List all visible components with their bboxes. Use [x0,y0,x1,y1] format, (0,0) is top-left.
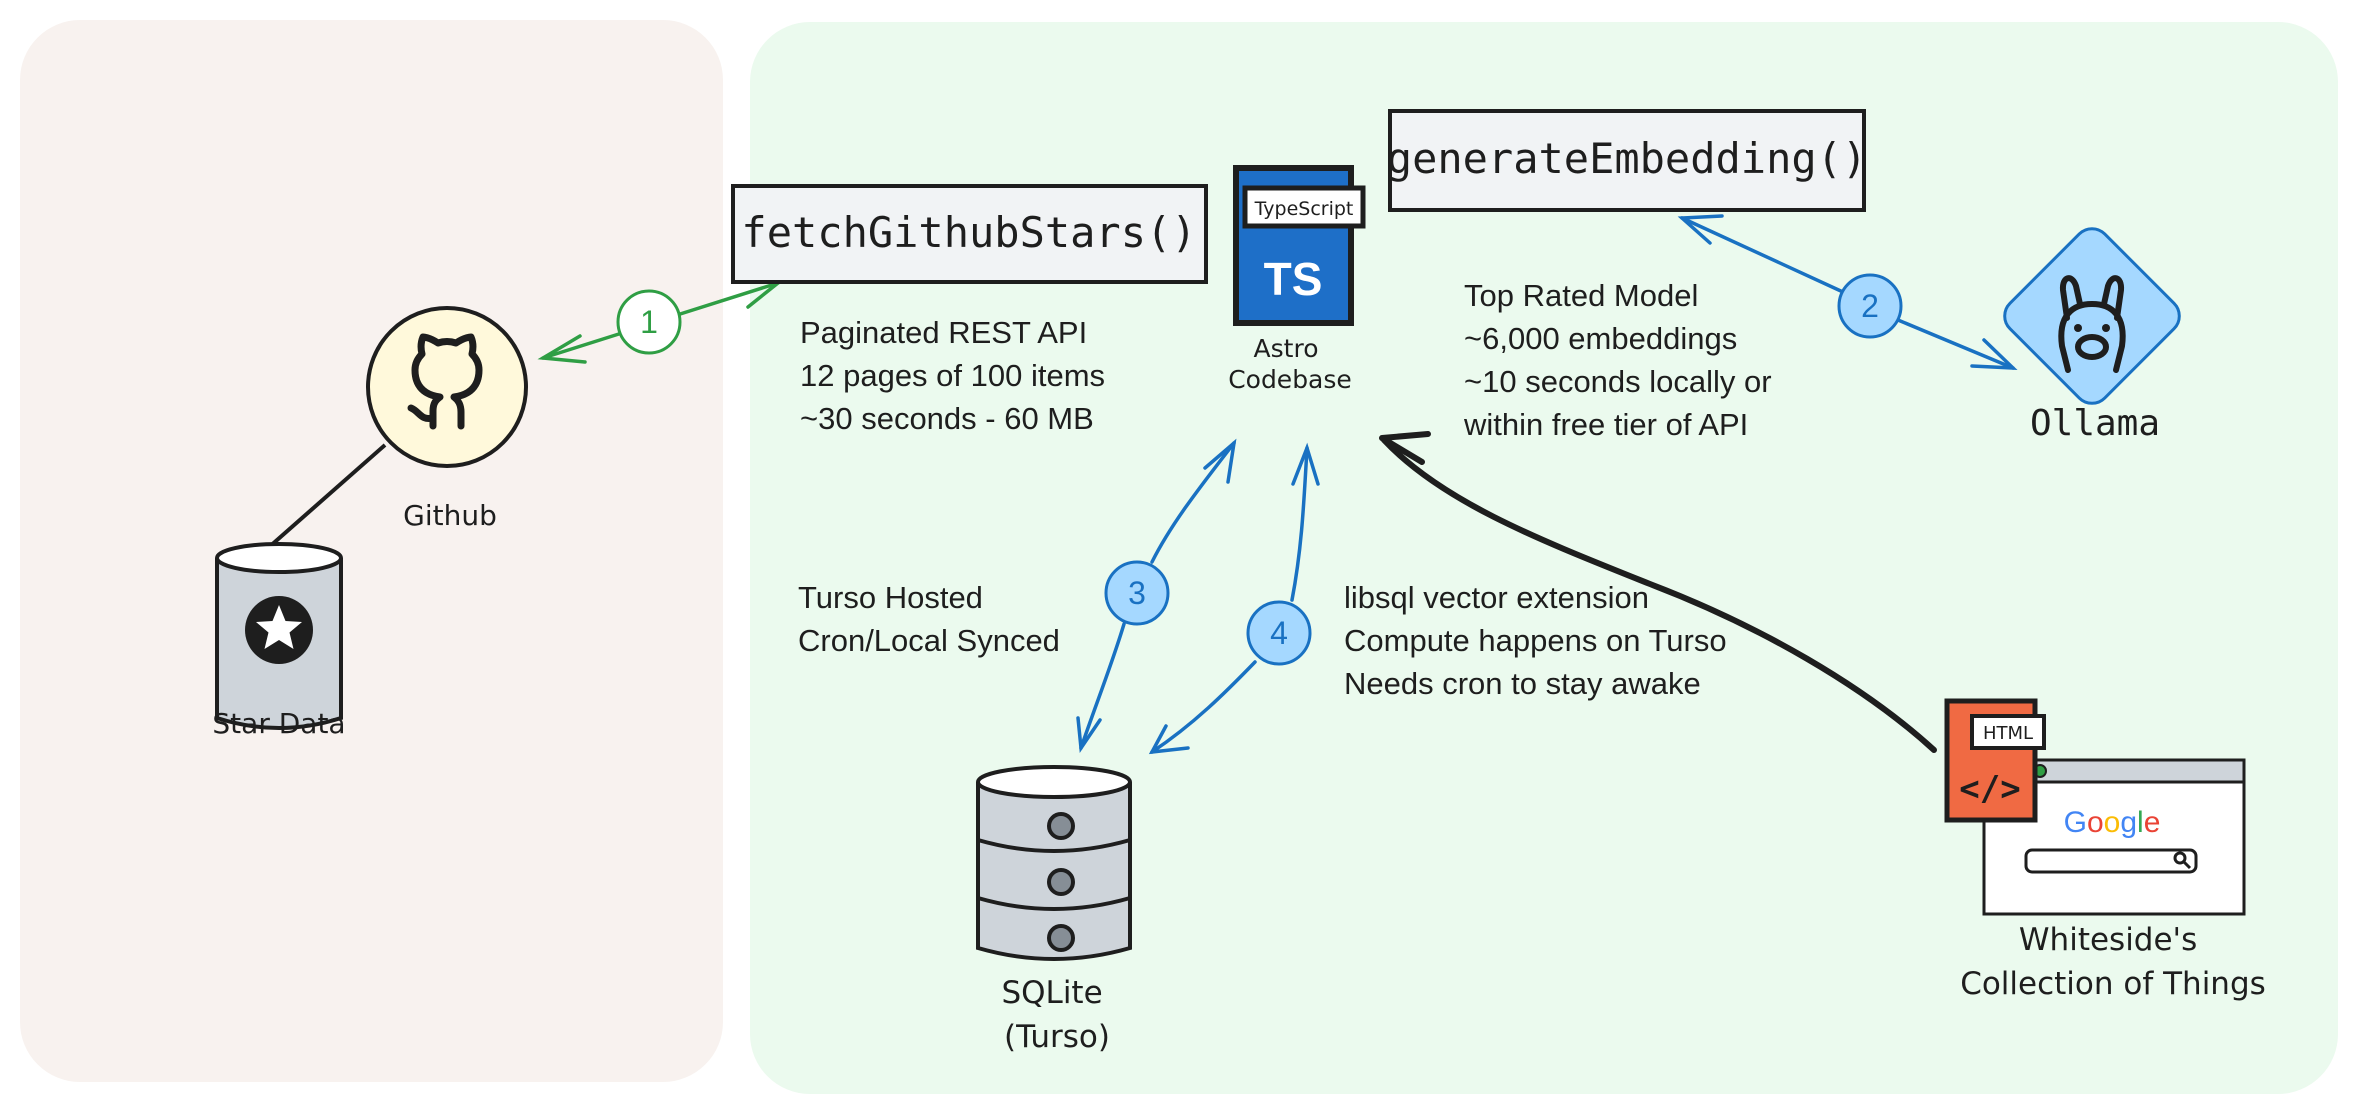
embed-notes: Top Rated Model ~6,000 embeddings ~10 se… [1463,278,1780,442]
embed-note-line: ~6,000 embeddings [1464,321,1737,356]
github-icon [407,333,483,430]
sqlite-database [976,765,1132,961]
html-badge-label: HTML [1983,723,2033,744]
star-data-label: Star Data [212,707,345,740]
embed-note-line: within free tier of API [1463,407,1748,442]
turso-note-line: Turso Hosted [798,580,983,615]
search-icon [2173,851,2192,870]
step-3-badge [1104,560,1170,626]
libsql-notes: libsql vector extension Compute happens … [1344,580,1735,701]
embed-arrow [1677,214,2018,370]
github-region-panel [20,20,723,1082]
step-1-badge [616,289,682,355]
sqlite-label-line: SQLite [1001,975,1102,1011]
fetch-function-label: fetchGithubStars() [741,208,1196,257]
typescript-badge [1242,185,1366,229]
google-letter: o [2104,806,2121,839]
html-badge [1970,714,2046,750]
step-4-badge [1246,600,1312,666]
sqlite-label-line: (Turso) [1004,1019,1110,1055]
google-logo: Google [2064,806,2161,839]
google-letter: G [2064,806,2087,839]
step-4-number: 4 [1270,615,1288,651]
embed-note-line: ~10 seconds locally or [1464,364,1772,399]
libsql-note-line: libsql vector extension [1344,580,1649,615]
step-3-number: 3 [1128,575,1146,611]
llama-icon [2058,275,2126,373]
embed-function-label: generateEmbedding() [1387,134,1867,183]
google-letter: l [2137,806,2144,839]
ollama-label: Ollama [2030,403,2160,444]
star-data-database [215,542,343,730]
typescript-badge-label: TypeScript [1254,198,1354,220]
google-letter: o [2087,806,2104,839]
github-node [366,306,528,468]
turso-notes: Turso Hosted Cron/Local Synced [798,580,1060,658]
app-region-panel [750,22,2338,1094]
fetch-function-box [731,184,1208,284]
google-search-box [2024,848,2198,874]
embed-function-box [1388,109,1866,212]
star-icon [256,605,302,649]
fetch-note-line: ~30 seconds - 60 MB [800,401,1094,436]
website-label-line: Whiteside's [2019,922,2197,958]
google-letter: g [2120,806,2137,839]
github-label: Github [403,499,497,532]
google-letter: e [2144,806,2161,839]
codebase-label: Astro Codebase [1228,334,1352,394]
libsql-note-line: Needs cron to stay awake [1344,666,1701,701]
codebase-label-line: Codebase [1228,365,1352,394]
vector-query-arrow [1148,442,1320,755]
codebase-label-line: Astro [1254,334,1319,363]
html-code-glyph: </> [1959,769,2020,809]
fetch-note-line: 12 pages of 100 items [800,358,1105,393]
github-db-connector [266,443,387,550]
ollama-node [2003,227,2181,405]
html-file-icon: HTML </> [1944,698,2046,823]
step-2-number: 2 [1861,288,1879,324]
typescript-book-icon: TypeScript TS [1233,165,1366,326]
step-2-badge [1837,273,1903,339]
site-deploy-arrowhead [1379,431,1431,465]
libsql-note-line: Compute happens on Turso [1344,623,1727,658]
site-deploy-arrow [1381,437,1937,753]
sqlite-label: SQLite (Turso) [1001,975,1112,1055]
turso-sync-arrow [1076,438,1237,753]
ts-logo: TS [1264,253,1323,305]
website-label: Whiteside's Collection of Things [1960,922,2266,1002]
turso-note-line: Cron/Local Synced [798,623,1060,658]
fetch-note-line: Paginated REST API [800,315,1087,350]
fetch-notes: Paginated REST API 12 pages of 100 items… [800,315,1114,436]
embed-note-line: Top Rated Model [1464,278,1698,313]
step-1-number: 1 [640,304,658,340]
website-label-line: Collection of Things [1960,966,2266,1002]
